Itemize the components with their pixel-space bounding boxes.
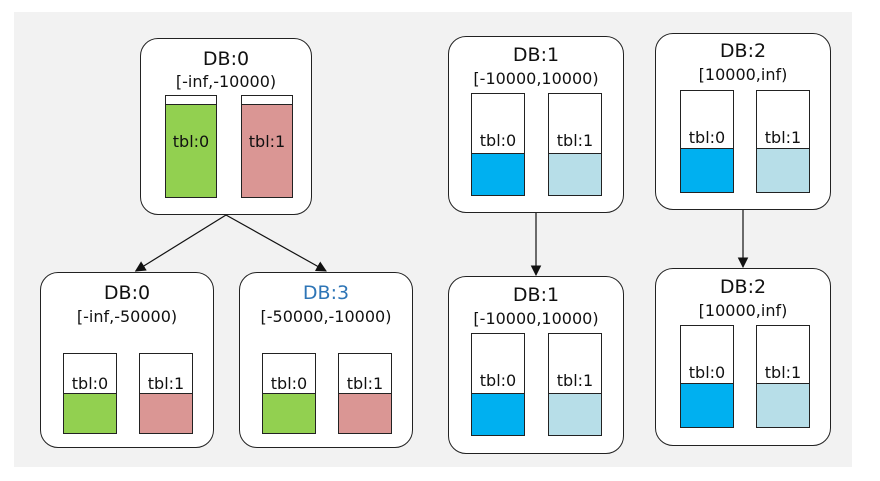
db-node-top-db0: DB:0 [-inf,-10000) tbl:0 tbl:1: [140, 38, 312, 215]
table-1: tbl:1: [139, 353, 193, 434]
table-label: tbl:0: [479, 131, 517, 150]
table-fill-level: [549, 153, 601, 195]
table-fill-level: [681, 148, 733, 192]
table-0: tbl:0: [165, 95, 217, 198]
table-label: tbl:0: [688, 128, 726, 147]
db-key-range: [-inf,-10000): [175, 72, 277, 91]
table-fill-level: [166, 104, 216, 197]
db-title: DB:1: [512, 284, 560, 306]
db-key-range: [-10000,10000): [473, 309, 599, 328]
db-key-range: [-10000,10000): [473, 69, 599, 88]
table-fill-level: [757, 383, 809, 427]
db-node-top-db2: DB:2 [10000,inf) tbl:0 tbl:1: [655, 33, 831, 210]
db-key-range: [10000,inf): [698, 65, 788, 84]
table-fill-level: [140, 393, 192, 433]
table-fill-level: [472, 393, 524, 435]
table-fill-level: [339, 393, 391, 433]
table-fill-level: [64, 393, 116, 433]
table-fill-level: [757, 148, 809, 192]
table-0: tbl:0: [262, 353, 316, 434]
edge-arrow-top-db0-to-bottom-db0: [134, 214, 227, 272]
table-0: tbl:0: [471, 93, 525, 196]
table-fill-level: [242, 104, 292, 197]
table-0: tbl:0: [680, 90, 734, 193]
table-1: tbl:1: [548, 333, 602, 436]
table-0: tbl:0: [680, 325, 734, 428]
table-label: tbl:1: [248, 132, 286, 151]
db-node-bottom-db2: DB:2 [10000,inf) tbl:0 tbl:1: [655, 268, 831, 446]
db-node-bottom-db0: DB:0 [-inf,-50000) tbl:0 tbl:1: [40, 272, 214, 448]
table-fill-level: [681, 383, 733, 427]
table-label: tbl:0: [479, 371, 517, 390]
table-fill-level: [549, 393, 601, 435]
db-title: DB:0: [103, 282, 151, 304]
table-0: tbl:0: [63, 353, 117, 434]
db-title: DB:3: [302, 282, 350, 304]
table-label: tbl:1: [147, 374, 185, 393]
table-label: tbl:0: [688, 363, 726, 382]
table-label: tbl:1: [346, 374, 384, 393]
db-title: DB:2: [719, 276, 767, 298]
table-label: tbl:0: [270, 374, 308, 393]
edge-layer: [134, 210, 749, 277]
table-label: tbl:0: [71, 374, 109, 393]
db-title: DB:1: [512, 44, 560, 66]
table-1: tbl:1: [338, 353, 392, 434]
db-node-top-db1: DB:1 [-10000,10000) tbl:0 tbl:1: [448, 36, 624, 213]
table-fill-level: [263, 393, 315, 433]
table-1: tbl:1: [756, 90, 810, 193]
table-1: tbl:1: [241, 95, 293, 198]
db-key-range: [10000,inf): [698, 301, 788, 320]
table-label: tbl:0: [172, 132, 210, 151]
table-1: tbl:1: [756, 325, 810, 428]
table-label: tbl:1: [764, 128, 802, 147]
table-fill-level: [472, 153, 524, 195]
table-0: tbl:0: [471, 333, 525, 436]
table-1: tbl:1: [548, 93, 602, 196]
db-title: DB:0: [202, 48, 250, 70]
db-key-range: [-inf,-50000): [76, 307, 178, 326]
table-label: tbl:1: [556, 371, 594, 390]
db-node-bottom-db3: DB:3 [-50000,-10000) tbl:0 tbl:1: [239, 272, 413, 448]
table-label: tbl:1: [764, 363, 802, 382]
db-key-range: [-50000,-10000): [260, 307, 392, 326]
table-label: tbl:1: [556, 131, 594, 150]
edge-arrow-top-db0-to-bottom-db3: [225, 214, 327, 272]
db-node-bottom-db1: DB:1 [-10000,10000) tbl:0 tbl:1: [448, 276, 624, 454]
db-title: DB:2: [719, 40, 767, 62]
